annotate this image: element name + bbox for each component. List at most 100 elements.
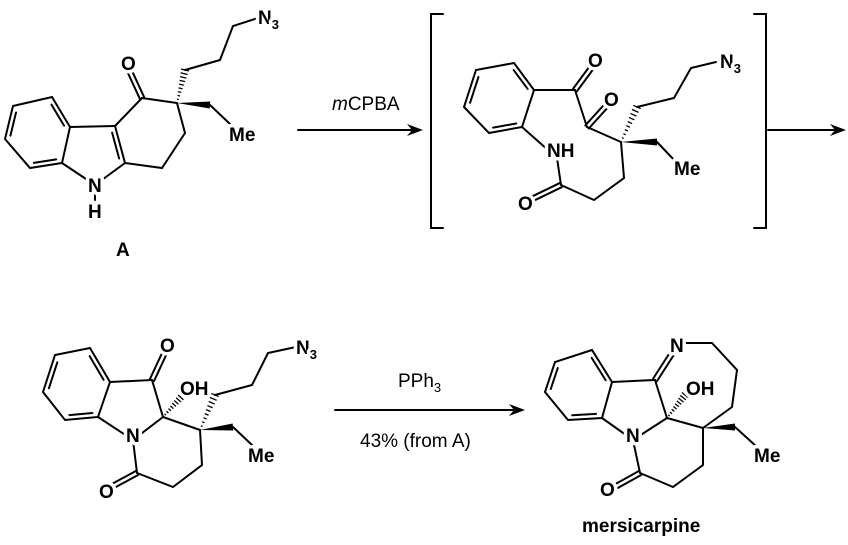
double-bond [126,71,141,100]
bond [97,416,134,441]
hash-bond-segment [179,391,187,399]
atom-label-o3: O [518,194,533,215]
hash-bond-segment [209,396,217,401]
atom-label-nh: NH [547,141,574,162]
double-bond [527,181,561,199]
hydroxy-indolinone-azide: O OH N O Me N3 [96,333,321,507]
hash-bond-segment [178,83,184,86]
bond [114,97,143,127]
atom-label-o2: O [604,90,619,111]
double-bond-inner [549,367,559,391]
double-bond-inner [47,361,59,390]
atom-label-oh: OH [180,379,209,400]
bond [666,417,704,429]
azepine-chain [679,342,739,429]
double-bond [153,349,170,382]
reagent-mcpba: mCPBA [332,94,400,115]
bond [141,97,178,104]
bond [656,141,677,163]
atom-label-n: N [126,426,140,447]
hash-bond-segment [208,400,215,405]
bond [209,104,231,125]
wedge-bond [177,101,211,109]
hash-bond-segment [674,403,680,408]
compound-label-a: A [116,240,130,261]
benzene-ring [463,61,536,135]
bonds-layer [4,13,846,492]
double-bond-inner [590,356,607,382]
hash-bond-segment [676,400,682,405]
hash-bond-segment [162,416,164,418]
bond [560,141,626,202]
double-bond [655,352,676,383]
compound-name-mersicarpine: mersicarpine [582,516,700,537]
azidopropyl-chain [636,61,717,108]
atom-label-h: H [88,202,102,223]
hash-bond-segment [630,112,637,117]
bond [611,379,656,383]
bond [574,89,588,128]
double-bond [148,348,165,381]
double-bond [530,186,564,204]
hash-bond-segment [205,408,211,413]
bond [114,125,126,164]
hash-bond-segment [627,120,633,125]
bond [632,439,641,474]
bond [521,126,558,159]
double-bond-inner [32,158,58,164]
wedge-bond [200,423,234,431]
hash-bond-segment [177,94,181,97]
atom-label-oh: OH [686,379,715,400]
double-bond [572,64,592,90]
hash-bond-segment [201,421,205,424]
benzene-ring [544,348,614,422]
bond [124,132,186,170]
atom-label-n: N [88,176,102,197]
hash-bond-segment [681,392,689,398]
atom-label-n-imine: N [670,336,684,357]
double-bond-inner [492,122,518,129]
atom-label-o: O [600,480,615,501]
step2-arrow-group: PPh3 43% (from A) [360,371,471,452]
double-bond [613,474,643,492]
double-bond [131,70,146,99]
double-bond [587,106,609,130]
azidopropyl-chain [214,346,297,396]
atom-label-me: Me [248,446,274,467]
step1-arrow-group: mCPBA [332,94,400,115]
double-bond-inner [88,355,105,381]
double-bond-inner [469,75,480,104]
bond [176,102,186,134]
hash-bond-segment [179,75,187,79]
arrowhead [509,404,525,416]
hash-bond-segment [678,397,684,403]
double-bond-inner [50,103,66,127]
azidopropyl-chain [184,17,259,71]
mersicarpine: N OH N O Me mersicarpine [582,333,784,538]
atom-label-o2: O [99,482,114,503]
hash-bond-segment [679,394,687,401]
hash-bond-segment [667,414,671,417]
bond [654,379,668,419]
double-bond-inner [68,411,94,417]
hash-bond-segment [166,410,169,414]
bond [109,379,153,383]
hash-bond-segment [623,133,626,136]
atom-label-me: Me [674,159,700,180]
atom-label-o: O [121,54,136,75]
arrowhead [830,124,846,136]
double-bond [584,103,606,127]
atom-label-o1: O [160,336,175,357]
hash-bond-segment [179,79,186,83]
bond [151,379,164,418]
hash-bond-segment [669,411,673,415]
bond [556,157,562,186]
bond [586,126,622,143]
double-bond [575,67,595,93]
hash-bond-segment [621,137,624,140]
hash-bond-segment [672,405,678,410]
bond [639,427,704,489]
bond [734,426,758,448]
double-bond-inner [9,111,18,137]
